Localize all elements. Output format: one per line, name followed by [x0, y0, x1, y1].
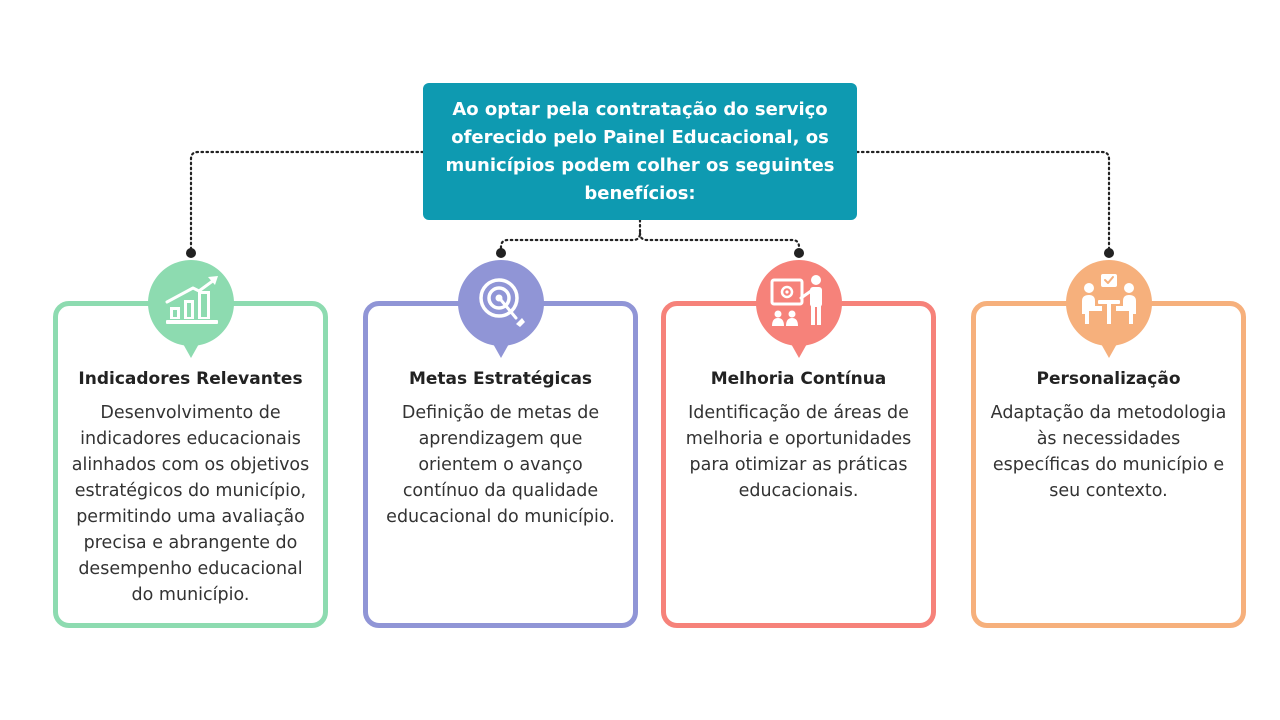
- meeting-icon: [1065, 260, 1152, 358]
- connector-center-right: [638, 231, 801, 255]
- card-description: Adaptação da metodologia às necessidades…: [990, 403, 1227, 501]
- card-title: Metas Estratégicas: [408, 369, 593, 389]
- target-icon: [457, 260, 544, 358]
- card-description: Desenvolvimento de indicadores educacion…: [71, 403, 310, 605]
- connector-dot: [496, 248, 506, 258]
- header-box: Ao optar pela contratação do serviço ofe…: [423, 83, 857, 220]
- card-description: Identificação de áreas de melhoria e opo…: [685, 403, 912, 501]
- connector-dot: [794, 248, 804, 258]
- connector-center-left: [499, 218, 642, 255]
- card-description: Definição de metas de aprendizagem que o…: [386, 403, 615, 527]
- card-title: Personalização: [1036, 369, 1181, 389]
- connector-right: [855, 150, 1111, 255]
- connector-left: [189, 150, 425, 255]
- card-title: Indicadores Relevantes: [78, 369, 303, 389]
- presentation-icon: [755, 260, 842, 358]
- growth-chart-icon: [147, 260, 234, 358]
- connector-dot: [1104, 248, 1114, 258]
- connector-dot: [186, 248, 196, 258]
- header-text: Ao optar pela contratação do serviço ofe…: [445, 98, 835, 204]
- card-title: Melhoria Contínua: [710, 369, 887, 389]
